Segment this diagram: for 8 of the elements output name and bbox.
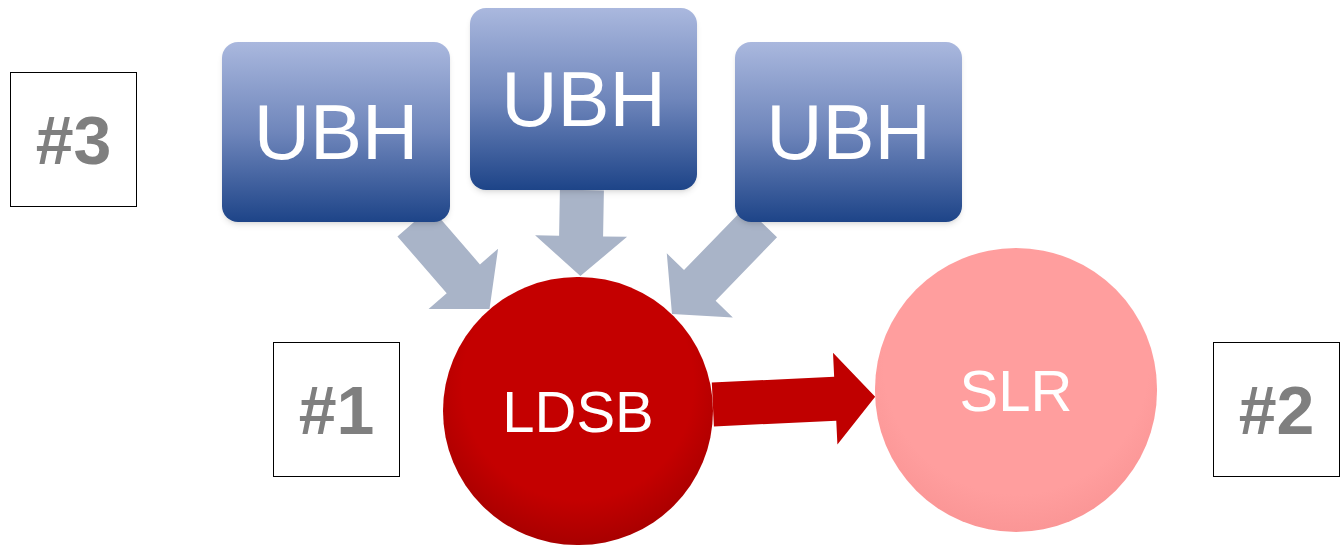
process-box: UBH <box>735 42 962 222</box>
block-arrow <box>711 352 876 445</box>
block-arrow <box>535 189 628 276</box>
process-box: UBH <box>222 42 450 222</box>
number-label-box: #3 <box>10 72 137 207</box>
process-box: UBH <box>470 8 697 190</box>
number-label-box: #1 <box>273 342 400 477</box>
number-label-box: #2 <box>1213 342 1340 477</box>
